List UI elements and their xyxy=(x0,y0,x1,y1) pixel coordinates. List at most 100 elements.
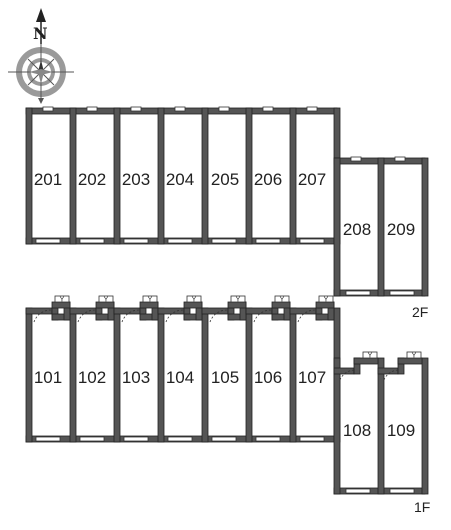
unit-208-label: 208 xyxy=(343,220,371,239)
meter-box-icon xyxy=(406,351,422,359)
door-1f-annex-bottom xyxy=(345,488,371,494)
window-2f-top xyxy=(174,106,186,112)
door-swing-arc xyxy=(209,309,229,323)
door-1f-bottom xyxy=(123,436,149,442)
door-1f-bottom xyxy=(255,436,281,442)
door-swing-arc xyxy=(339,369,355,381)
unit-206-label: 206 xyxy=(254,170,282,189)
door-swing-arc xyxy=(253,309,273,323)
building-structure: Y Y Y Y Y Y Y Y Y xyxy=(25,106,429,495)
meter-box-icon xyxy=(274,295,290,303)
meter-box-icon xyxy=(230,295,246,303)
wall-2f-annex-right xyxy=(421,157,429,297)
meter-box-icon xyxy=(186,295,202,303)
wall-1f-partition xyxy=(157,307,165,443)
wall-2f-partition xyxy=(25,107,33,245)
wall-2f-partition xyxy=(201,107,209,245)
compass-north-label: N xyxy=(33,24,48,43)
unit-205-label: 205 xyxy=(211,170,239,189)
door-2f-annex-bottom xyxy=(345,290,371,296)
door-2f-bottom xyxy=(255,238,281,244)
door-swing-arc xyxy=(383,369,399,381)
wall-2f-partition xyxy=(289,107,297,245)
door-1f-bottom xyxy=(299,436,325,442)
meter-box-label: Y xyxy=(60,297,65,304)
meter-box-label: Y xyxy=(192,297,197,304)
wall-1f-top-segment xyxy=(157,307,185,315)
door-swing-arc xyxy=(165,309,185,323)
door-1f-bottom xyxy=(211,436,237,442)
door-2f-bottom xyxy=(299,238,325,244)
wall-2f-partition xyxy=(245,107,253,245)
wall-1f-top-segment xyxy=(25,307,53,315)
wall-1f-partition xyxy=(289,307,297,443)
meter-box-label: Y xyxy=(412,353,417,360)
wall-1f-partition xyxy=(25,307,33,443)
meter-box-icon xyxy=(142,295,158,303)
unit-203-label: 203 xyxy=(122,170,150,189)
unit-204-label: 204 xyxy=(166,170,194,189)
door-2f-bottom xyxy=(79,238,105,244)
unit-209-label: 209 xyxy=(387,220,415,239)
wall-1f-annex-right xyxy=(421,357,429,495)
meter-box-icon xyxy=(98,295,114,303)
unit-104-label: 104 xyxy=(166,368,194,387)
wall-2f-annex-left xyxy=(333,157,341,297)
meter-box-label: Y xyxy=(236,297,241,304)
door-2f-bottom xyxy=(123,238,149,244)
wall-1f-top-segment xyxy=(289,307,317,315)
meter-box-icon xyxy=(54,295,70,303)
door-1f-bottom xyxy=(35,436,61,442)
unit-201-label: 201 xyxy=(34,170,62,189)
window-2f-annex-top xyxy=(394,156,406,162)
unit-109-label: 109 xyxy=(387,421,415,440)
wall-1f-partition xyxy=(201,307,209,443)
wall-1f-annex-mid xyxy=(377,357,385,495)
wall-1f-annex-top-segment xyxy=(377,367,399,375)
wall-1f-top-segment xyxy=(69,307,97,315)
door-2f-annex-bottom xyxy=(389,290,415,296)
wall-1f-partition xyxy=(69,307,77,443)
wall-1f-partition xyxy=(245,307,253,443)
window-2f-top xyxy=(306,106,318,112)
unit-207-label: 207 xyxy=(298,170,326,189)
window-2f-top xyxy=(86,106,98,112)
units-1f: 101 102 103 104 105 106 107 108 109 xyxy=(34,368,415,440)
window-2f-top xyxy=(218,106,230,112)
wall-1f-partition xyxy=(113,307,121,443)
unit-102-label: 102 xyxy=(78,368,106,387)
door-2f-bottom xyxy=(35,238,61,244)
door-1f-bottom xyxy=(79,436,105,442)
wall-1f-annex-top-segment xyxy=(333,367,355,375)
compass-rose-icon: N xyxy=(8,8,74,104)
door-swing-arc xyxy=(121,309,141,323)
meter-box-icon xyxy=(362,351,378,359)
door-swing-arc xyxy=(77,309,97,323)
meter-box-icon xyxy=(318,295,334,303)
units-2f: 201 202 203 204 205 206 207 208 209 xyxy=(34,170,415,239)
wall-1f-top-segment xyxy=(245,307,273,315)
wall-2f-annex-mid xyxy=(377,157,385,297)
meter-box-label: Y xyxy=(148,297,153,304)
wall-2f-partition xyxy=(113,107,121,245)
unit-106-label: 106 xyxy=(254,368,282,387)
meter-box-label: Y xyxy=(104,297,109,304)
wall-1f-annex-left xyxy=(333,357,341,495)
wall-1f-annex-meter-ledge xyxy=(397,357,423,365)
floor-2f-label: 2F xyxy=(412,304,428,320)
window-2f-top xyxy=(42,106,54,112)
unit-107-label: 107 xyxy=(298,368,326,387)
door-swing-arc xyxy=(297,309,317,323)
door-1f-annex-bottom xyxy=(389,488,415,494)
unit-101-label: 101 xyxy=(34,368,62,387)
window-2f-annex-top xyxy=(350,156,362,162)
meter-box-label: Y xyxy=(368,353,373,360)
window-2f-top xyxy=(262,106,274,112)
wall-1f-top-segment xyxy=(201,307,229,315)
floor-1f-label: 1F xyxy=(414,499,430,515)
wall-2f-partition xyxy=(157,107,165,245)
door-2f-bottom xyxy=(167,238,193,244)
meter-box-label: Y xyxy=(280,297,285,304)
door-swing-arc xyxy=(33,309,53,323)
meter-box-label: Y xyxy=(324,297,329,304)
